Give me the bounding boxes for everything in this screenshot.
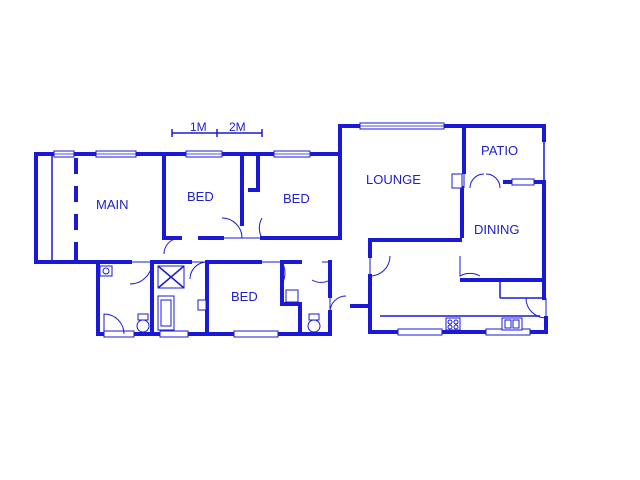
- door-swing-icon: [242, 217, 263, 239]
- scale-label-2m: 2M: [229, 120, 246, 134]
- stove-burner: [453, 319, 459, 325]
- door-swing-icon: [129, 261, 153, 285]
- stove-burner: [447, 324, 453, 330]
- scale-bar: 1M 2M: [171, 120, 263, 137]
- basin-icon: [102, 267, 110, 275]
- door-swing-icon: [103, 313, 125, 335]
- basin-icon: [285, 289, 299, 303]
- room-label-bed-2: BED: [283, 191, 310, 206]
- room-label-bed-3: BED: [231, 289, 258, 304]
- sink-bowl: [512, 319, 520, 329]
- window-icon: [397, 328, 443, 336]
- stove-burner: [453, 324, 459, 330]
- door-swing-icon: [163, 237, 181, 255]
- bath-icon: [160, 299, 172, 327]
- windows: [53, 122, 535, 338]
- room-labels: MAIN BED BED LOUNGE PATIO DINING BED: [96, 143, 520, 304]
- toilet-icon: [307, 319, 321, 333]
- door-swing-icon: [221, 217, 243, 239]
- room-label-lounge: LOUNGE: [366, 172, 421, 187]
- room-label-bed-1: BED: [187, 189, 214, 204]
- door-swing-icon: [525, 297, 547, 319]
- window-icon: [233, 330, 279, 338]
- stove-burner: [447, 319, 453, 325]
- fireplace-icon: [451, 173, 463, 189]
- window-icon: [103, 330, 135, 338]
- room-label-main: MAIN: [96, 197, 129, 212]
- room-label-patio: PATIO: [481, 143, 518, 158]
- door-swing-icon: [369, 255, 391, 277]
- toilet-icon: [308, 313, 320, 321]
- window-icon: [159, 330, 189, 338]
- door-swing-icon: [189, 261, 208, 280]
- toilet-icon: [136, 319, 150, 333]
- sink-bowl: [504, 319, 512, 329]
- room-label-dining: DINING: [474, 222, 520, 237]
- door-swing-icon: [463, 172, 501, 189]
- window-icon: [511, 178, 535, 186]
- door-swing-icon: [260, 261, 286, 285]
- door-swing-icon: [311, 261, 331, 283]
- door-swing-icon: [459, 256, 481, 277]
- doors: [129, 172, 547, 319]
- door-swing-icon: [329, 295, 347, 313]
- scale-label-1m: 1M: [190, 120, 207, 134]
- toilet-icon: [137, 313, 149, 321]
- fixtures: [99, 173, 523, 335]
- basin-icon: [197, 299, 207, 311]
